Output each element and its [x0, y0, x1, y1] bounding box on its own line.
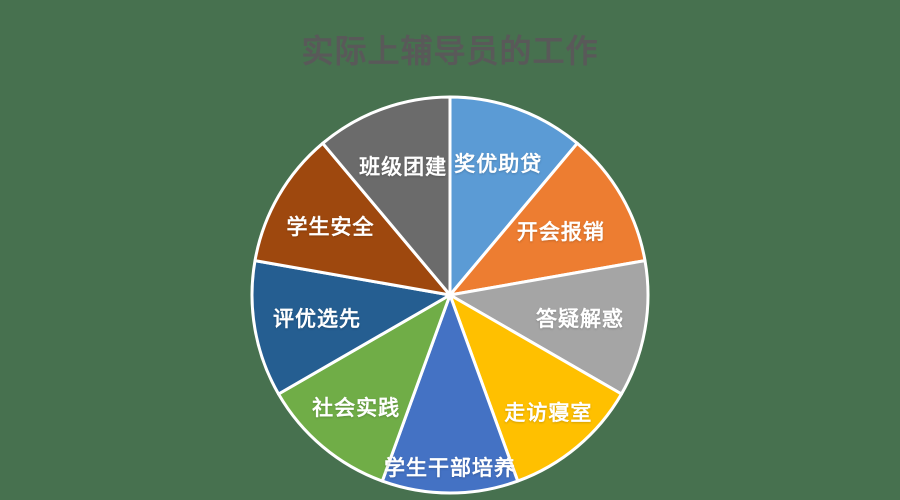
pie-slice-1 [448, 95, 579, 297]
pie-slice-9 [321, 95, 452, 297]
pie-slice-3 [448, 259, 650, 396]
pie-slice-2 [448, 141, 647, 297]
pie-slice-7 [250, 259, 452, 396]
pie-slice-6 [277, 293, 452, 483]
pie-slice-label-7: 评优选先 [273, 308, 362, 332]
pie-slice-label-5: 学生干部培养 [384, 457, 516, 480]
pie-slice-8 [253, 141, 452, 297]
pie-slice-5 [380, 293, 520, 495]
pie-slice-label-3: 答疑解惑 [535, 307, 624, 331]
pie-slice-label-4: 走访寝室 [504, 402, 593, 426]
pie-slice-label-9: 班级团建 [359, 156, 448, 180]
pie-slice-label-6: 社会实践 [312, 396, 401, 420]
pie-slice-label-1: 奖优助贷 [454, 152, 543, 176]
pie-slice-4 [448, 293, 623, 483]
chart-title: 实际上辅导员的工作 [301, 33, 599, 69]
pie-slice-label-8: 学生安全 [286, 216, 375, 239]
pie-slice-label-2: 开会报销 [516, 221, 605, 244]
